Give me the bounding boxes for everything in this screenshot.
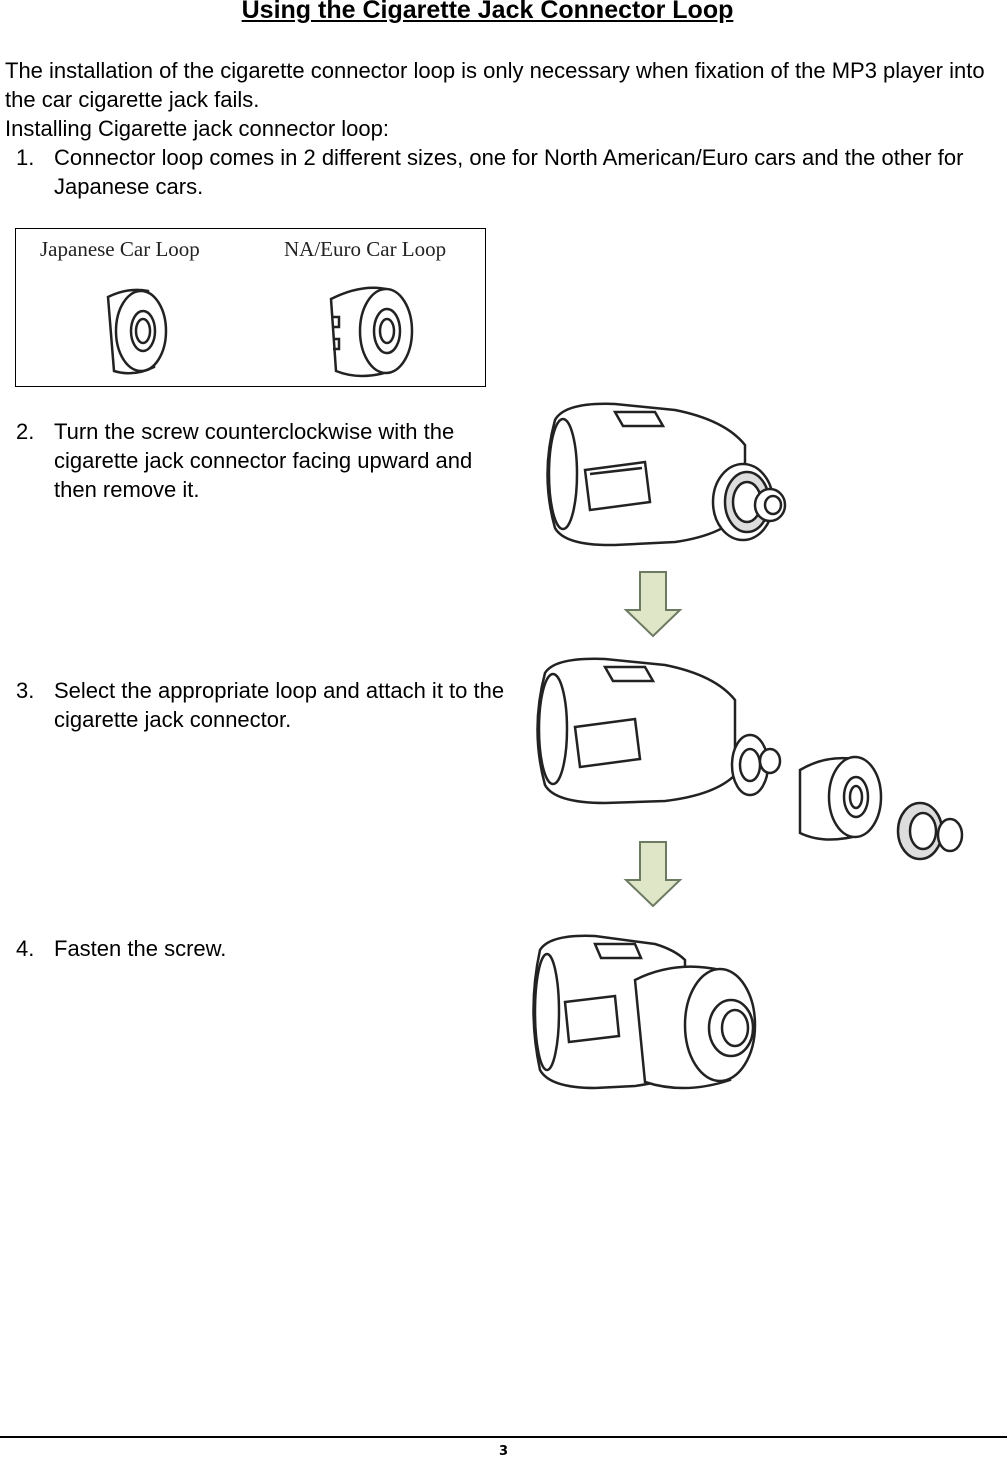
na-euro-loop-image	[329, 286, 414, 378]
step-text: Fasten the screw.	[54, 936, 227, 961]
connector-with-screw-image	[546, 402, 787, 547]
down-arrow-icon	[623, 571, 683, 638]
page-title: Using the Cigarette Jack Connector Loop	[241, 0, 734, 24]
step-number: 2.	[16, 419, 35, 444]
step-number: 4.	[16, 936, 35, 961]
step-text: Turn the screw counterclockwise with the…	[54, 419, 473, 502]
loop-illustrations	[106, 286, 414, 378]
step-number: 1.	[16, 145, 35, 170]
na-euro-loop-label: NA/Euro Car Loop	[284, 237, 447, 261]
connector-assembled-image	[532, 934, 757, 1090]
japanese-loop-label: Japanese Car Loop	[40, 237, 200, 261]
installing-label: Installing Cigarette jack connector loop…	[5, 116, 389, 141]
page-number: 3	[498, 1444, 509, 1459]
step-number: 3.	[16, 678, 35, 703]
step-text: Connector loop comes in 2 different size…	[54, 145, 964, 199]
loop-sizes-figure: Japanese Car Loop NA/Euro Car Loop	[15, 228, 486, 387]
step-text: Select the appropriate loop and attach i…	[54, 678, 505, 732]
down-arrow-icon	[623, 841, 683, 908]
intro-paragraph: The installation of the cigarette connec…	[5, 58, 985, 112]
footer-divider	[0, 1436, 1007, 1438]
connector-loop-exploded-image	[536, 657, 964, 861]
japanese-loop-image	[106, 288, 168, 375]
